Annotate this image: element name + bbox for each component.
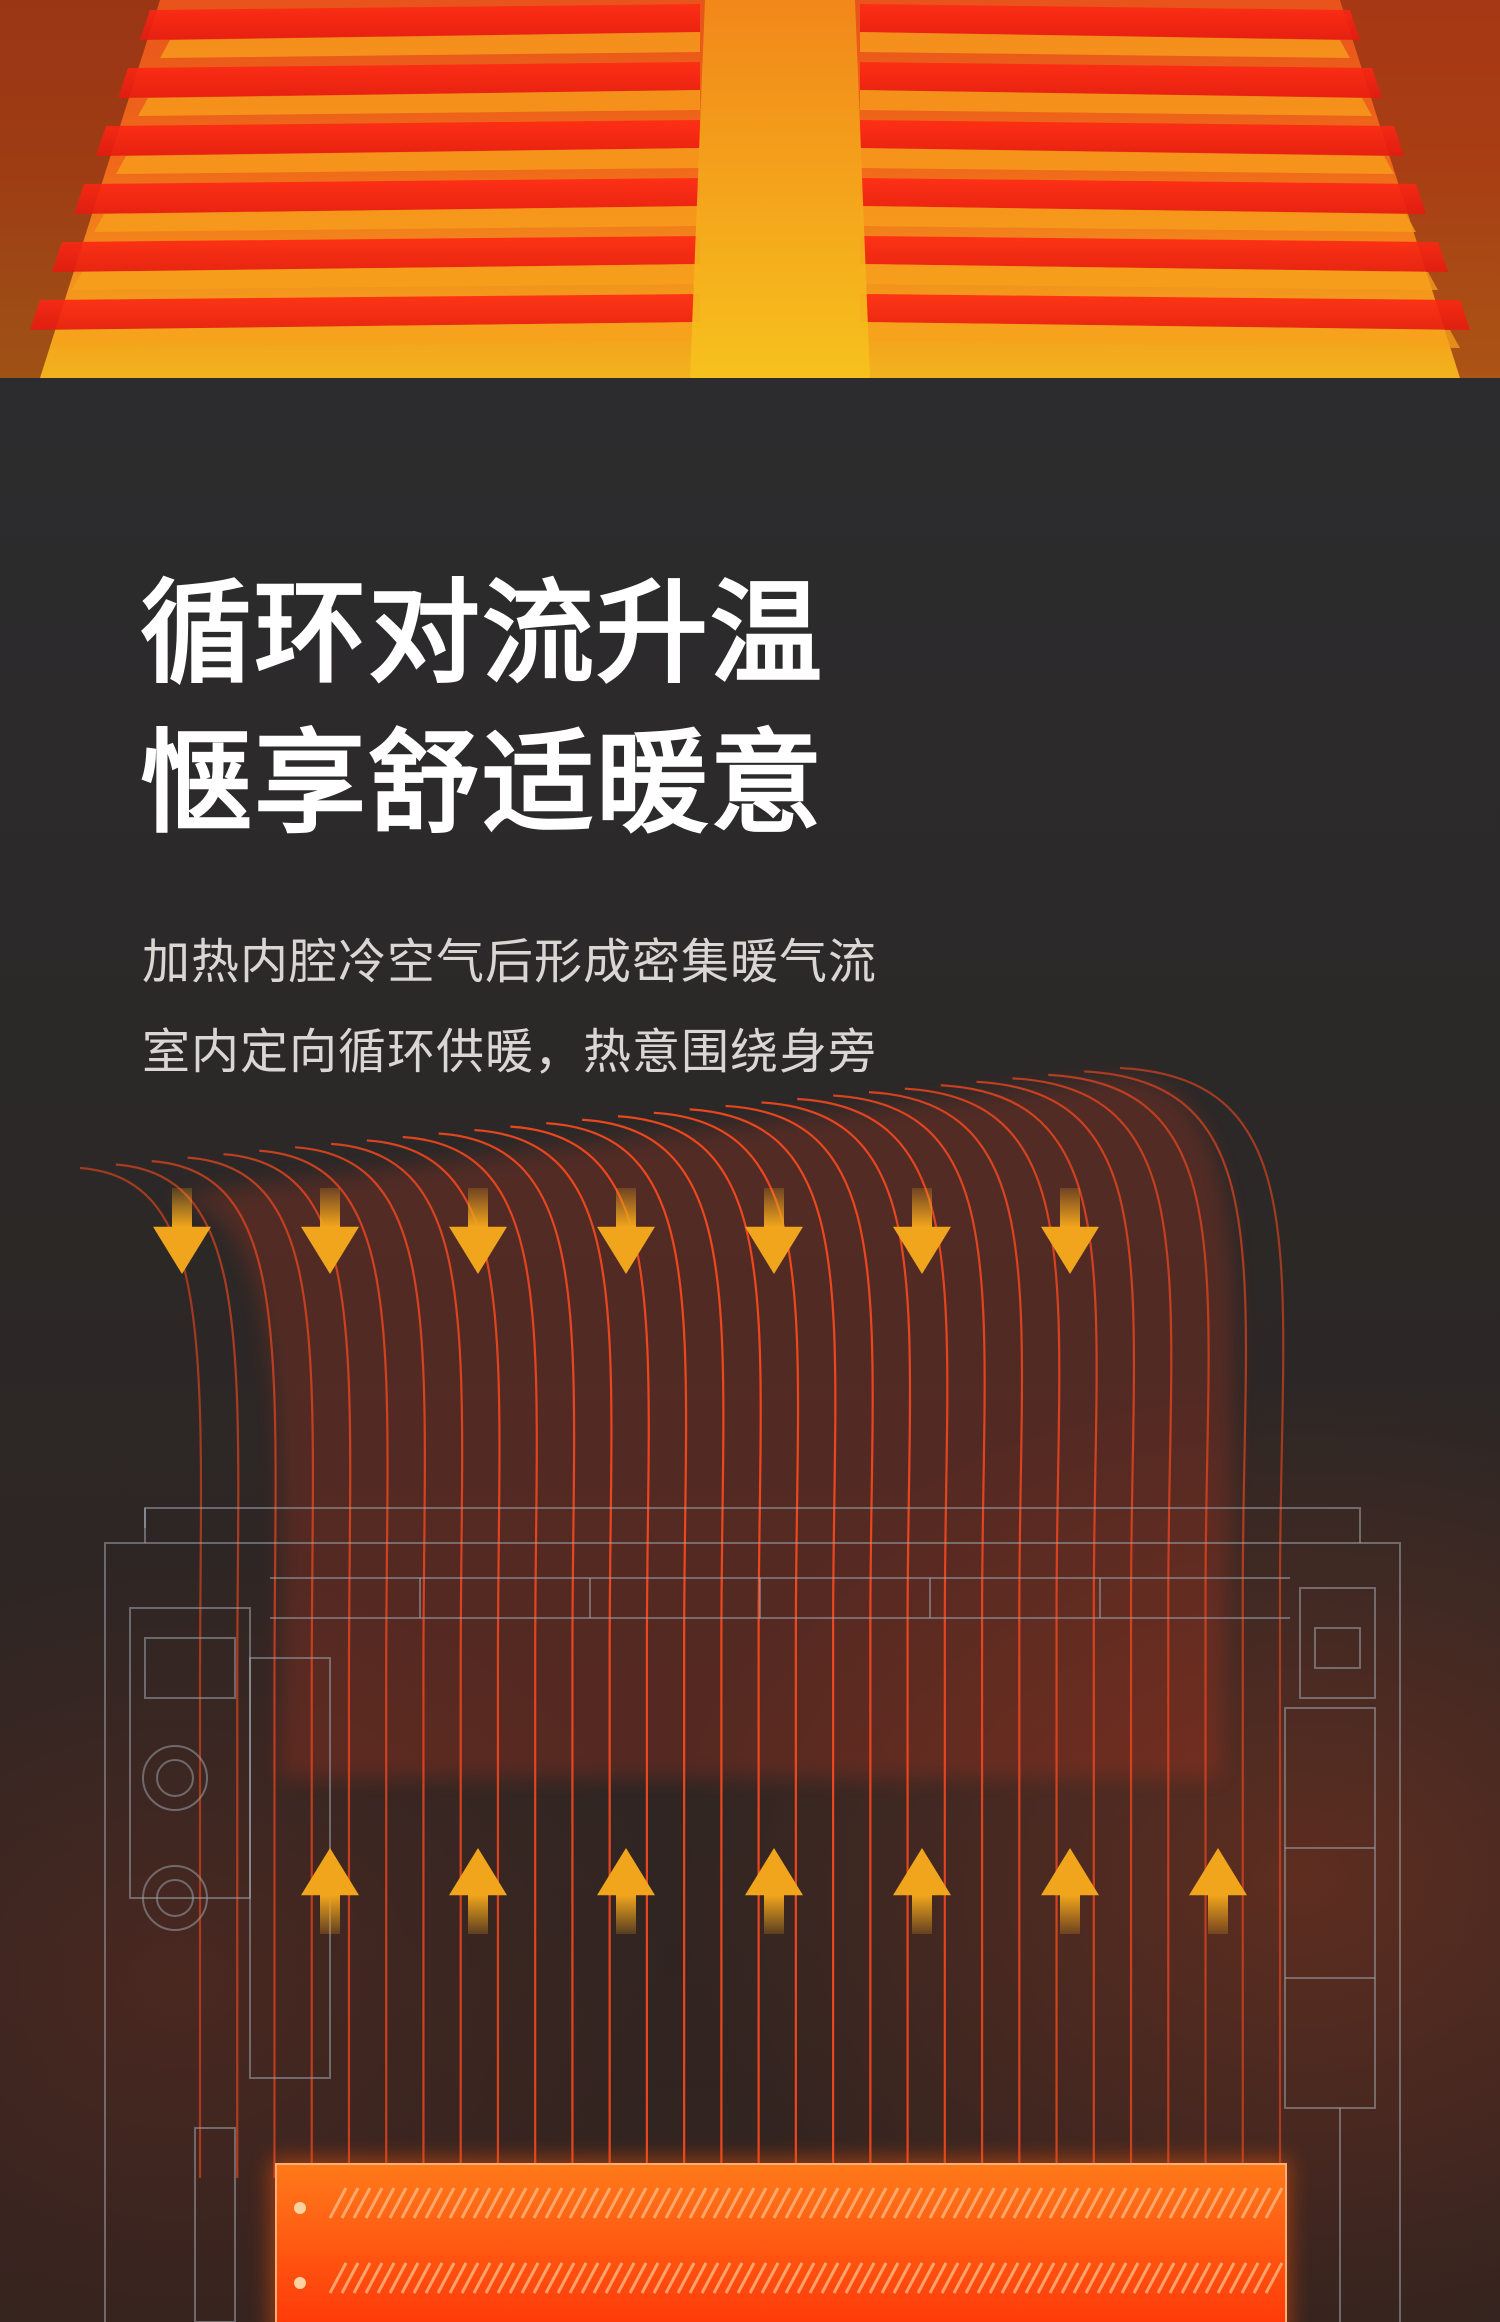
- arrow-down-icon: [893, 1188, 951, 1274]
- arrow-up-icon: [1041, 1848, 1099, 1934]
- airflow-glow: [150, 1078, 1236, 1778]
- arrow-up-icon: [1189, 1848, 1247, 1934]
- heater-wireframe: [104, 1507, 1401, 2322]
- arrow-up-icon: [893, 1848, 951, 1934]
- warm-air-arrows: [301, 1848, 1247, 1934]
- arrow-down-icon: [597, 1188, 655, 1274]
- description-line-2: 室内定向循环供暖，热意围绕身旁: [142, 1024, 878, 1080]
- arrow-down-icon: [1041, 1188, 1099, 1274]
- arrow-down-icon: [153, 1188, 211, 1274]
- arrow-up-icon: [449, 1848, 507, 1934]
- arrow-down-icon: [301, 1188, 359, 1274]
- description-line-1: 加热内腔冷空气后形成密集暖气流: [142, 934, 878, 990]
- heating-bar: [270, 2158, 1290, 2322]
- arrow-down-icon: [449, 1188, 507, 1274]
- cold-air-arrows: [153, 1188, 1099, 1274]
- heating-element-closeup-image: [0, 0, 1500, 378]
- convection-feature-section: 循环对流升温 惬享舒适暖意 加热内腔冷空气后形成密集暖气流 室内定向循环供暖，热…: [0, 378, 1500, 2322]
- heating-fins-graphic: [0, 0, 1500, 378]
- headline-line-2: 惬享舒适暖意: [140, 719, 824, 849]
- heater-airflow-illustration: [79, 1066, 1401, 2322]
- arrow-down-icon: [745, 1188, 803, 1274]
- arrow-up-icon: [597, 1848, 655, 1934]
- arrow-up-icon: [301, 1848, 359, 1934]
- arrow-up-icon: [745, 1848, 803, 1934]
- headline-line-1: 循环对流升温: [140, 569, 824, 699]
